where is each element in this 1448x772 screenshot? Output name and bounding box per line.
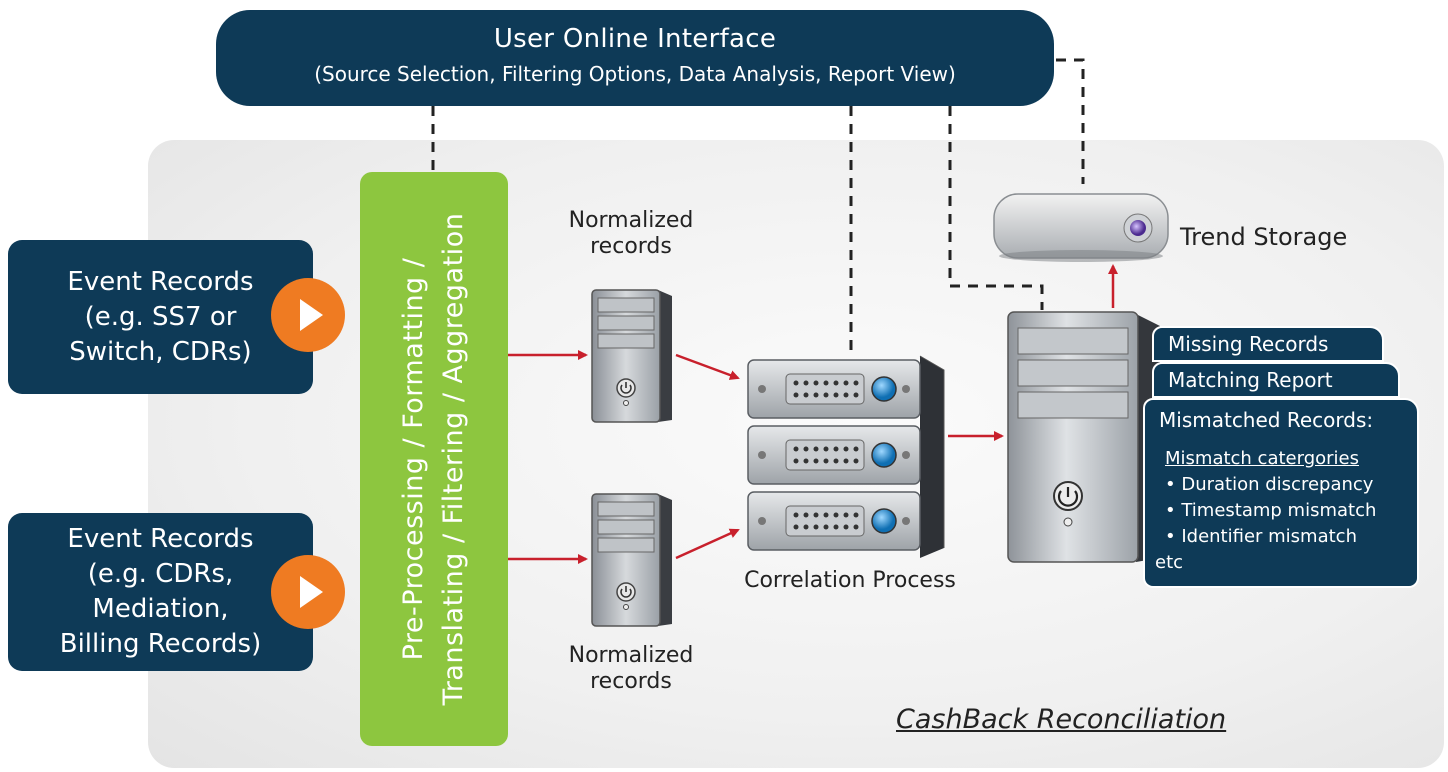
event-records-line: Switch, CDRs) bbox=[69, 336, 252, 367]
interface-subtitle: (Source Selection, Filtering Options, Da… bbox=[314, 62, 956, 86]
matching-report: Matching Report bbox=[1152, 362, 1400, 398]
pre-processing-label: Pre-Processing / Formatting / Translatin… bbox=[394, 179, 474, 739]
pre-processing-stage: Pre-Processing / Formatting / Translatin… bbox=[360, 172, 508, 746]
normalized-records-label-bottom: Normalized records bbox=[546, 643, 716, 695]
correlation-process-label: Correlation Process bbox=[744, 568, 956, 593]
arrow-normalized-top-to-correlation bbox=[675, 353, 740, 380]
pre-processing-line-2: Translating / Filtering / Aggregation bbox=[438, 212, 469, 706]
report-server-icon bbox=[1007, 311, 1160, 563]
mismatch-categories-heading: Mismatch catergories bbox=[1165, 448, 1359, 469]
rack-server-icon bbox=[747, 355, 945, 558]
mismatch-category-item: • Identifier mismatch bbox=[1165, 526, 1357, 547]
play-icon bbox=[271, 555, 345, 629]
event-records-box-1: Event Records (e.g. SS7 or Switch, CDRs) bbox=[8, 240, 313, 394]
event-records-line: Billing Records) bbox=[59, 629, 262, 659]
mismatched-records-tab: Mismatched Records: bbox=[1143, 398, 1419, 442]
event-records-line: Mediation, bbox=[92, 594, 229, 624]
diagram-caption: CashBack Reconciliation bbox=[896, 704, 1227, 735]
label-line: Normalized bbox=[568, 208, 694, 233]
label-line: records bbox=[590, 234, 672, 259]
dashed-link-storage bbox=[1056, 58, 1085, 184]
event-records-line: Event Records bbox=[67, 524, 254, 554]
event-records-line: (e.g. SS7 or bbox=[84, 301, 237, 332]
missing-records-report: Missing Records bbox=[1152, 326, 1384, 362]
server-tower-icon bbox=[591, 289, 672, 423]
label-line: Normalized bbox=[568, 643, 694, 668]
mismatch-category-item: etc bbox=[1155, 552, 1184, 573]
storage-drive-icon bbox=[993, 193, 1169, 262]
event-records-box-2: Event Records (e.g. CDRs, Mediation, Bil… bbox=[8, 513, 313, 671]
mismatch-category-item: • Timestamp mismatch bbox=[1165, 500, 1377, 521]
label-line: records bbox=[590, 669, 672, 694]
event-records-line: Event Records bbox=[67, 266, 254, 297]
mismatch-category-item: • Duration discrepancy bbox=[1165, 474, 1374, 495]
pre-processing-line-1: Pre-Processing / Formatting / bbox=[398, 257, 429, 661]
interface-title: User Online Interface bbox=[493, 24, 777, 54]
trend-storage-label: Trend Storage bbox=[1180, 223, 1348, 251]
dashed-link-report-server bbox=[948, 106, 1044, 310]
user-online-interface: User Online Interface (Source Selection,… bbox=[216, 10, 1054, 106]
mismatched-records-box: Mismatch catergories • Duration discrepa… bbox=[1143, 440, 1419, 588]
play-icon bbox=[271, 278, 345, 352]
arrow-normalized-bottom-to-correlation bbox=[675, 528, 740, 560]
event-records-line: (e.g. CDRs, bbox=[87, 559, 234, 589]
server-tower-icon bbox=[591, 493, 672, 627]
normalized-records-label-top: Normalized records bbox=[546, 208, 716, 260]
